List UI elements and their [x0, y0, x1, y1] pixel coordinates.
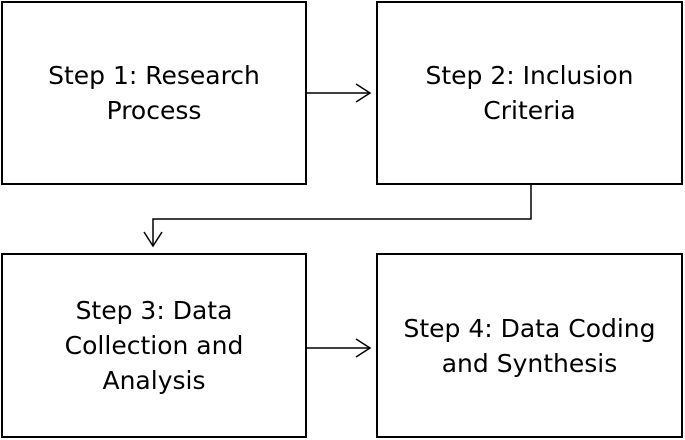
step-2-label: Step 2: Inclusion Criteria	[425, 61, 634, 125]
step-3-box: Step 3: Data Collection and Analysis	[1, 253, 307, 438]
step-1-label: Step 1: Research Process	[48, 61, 260, 125]
step-3-label: Step 3: Data Collection and Analysis	[64, 296, 244, 395]
step-4-label: Step 4: Data Coding and Synthesis	[403, 313, 656, 378]
step-4-box: Step 4: Data Coding and Synthesis	[376, 253, 683, 438]
step-2-box: Step 2: Inclusion Criteria	[376, 1, 683, 185]
step-1-box: Step 1: Research Process	[1, 1, 307, 185]
arrow-step1-to-step2	[307, 83, 372, 103]
arrow-step2-to-step3	[143, 185, 532, 248]
arrow-step3-to-step4	[307, 338, 372, 358]
